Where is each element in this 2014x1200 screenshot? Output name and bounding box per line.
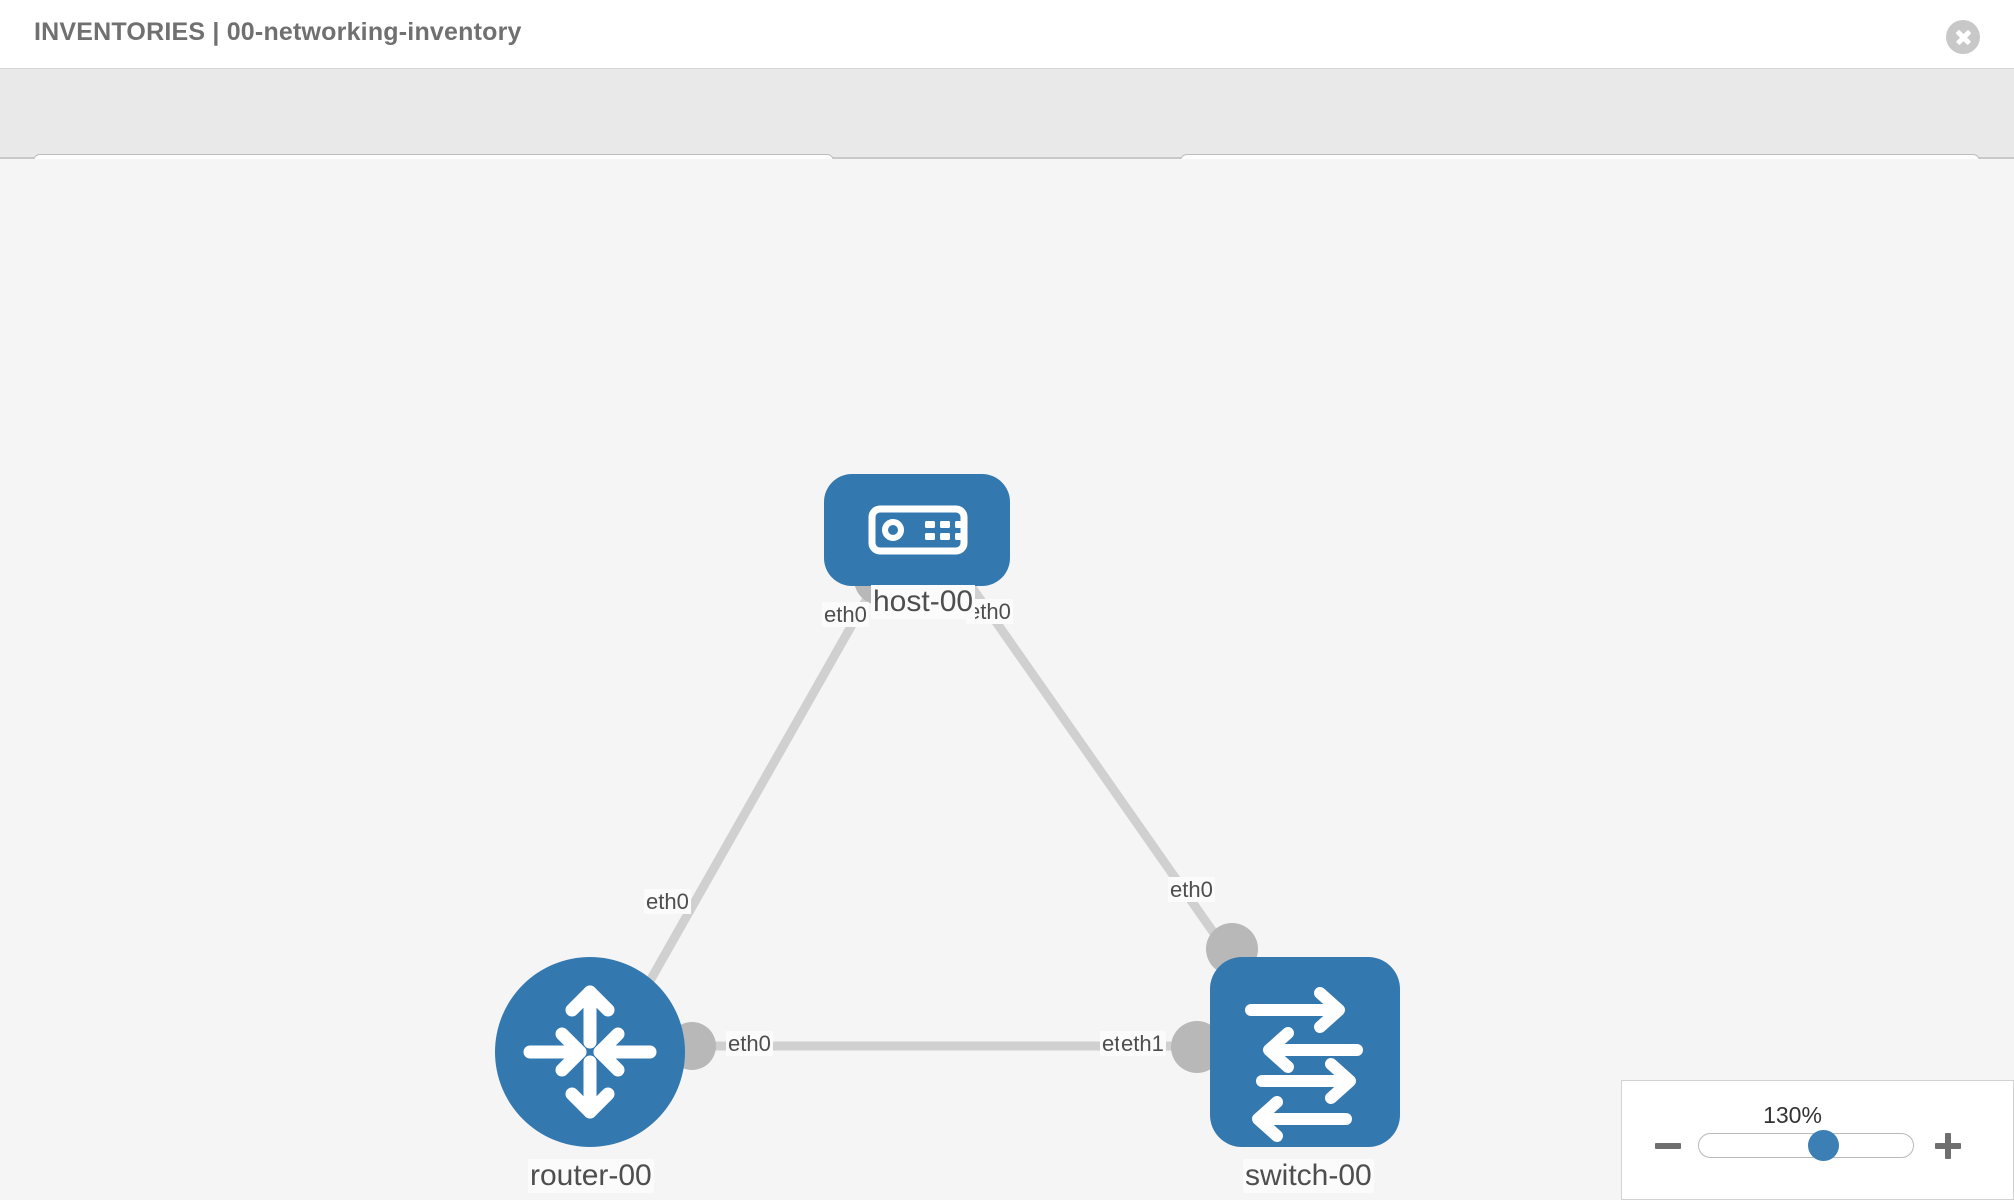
interface-label-router-uplink: eth0 — [644, 889, 691, 915]
topology-graph — [495, 474, 1400, 1147]
zoom-in-button[interactable] — [1935, 1133, 1961, 1159]
switch-arrows-icon — [1245, 987, 1363, 1142]
node-router-00 — [495, 957, 685, 1147]
topology-links — [613, 546, 1236, 1051]
zoom-control-panel: 130% — [1621, 1080, 2014, 1200]
node-label-switch-00: switch-00 — [1243, 1159, 1374, 1193]
zoom-slider-track[interactable] — [1698, 1130, 1914, 1161]
page-title: INVENTORIES | 00-networking-inventory — [34, 18, 522, 46]
close-icon[interactable] — [1946, 20, 1980, 54]
topology-interfaces — [668, 553, 1258, 1073]
node-label-host-00: host-00 — [871, 585, 976, 619]
zoom-out-button[interactable] — [1655, 1133, 1681, 1159]
topology-canvas[interactable]: eth0 eth0 eth0 eth0 eth0 etl eth1 host-0… — [0, 159, 2014, 1200]
server-icon — [868, 505, 968, 555]
interface-label-switch-uplink: eth0 — [1168, 877, 1215, 903]
router-arrows-icon — [523, 985, 657, 1119]
node-host-00 — [824, 474, 1010, 586]
zoom-percent-label: 130% — [1763, 1102, 1822, 1128]
zoom-slider-thumb[interactable] — [1807, 1130, 1839, 1161]
interface-label-host-left: eth0 — [822, 602, 869, 628]
toolbar: ACTIONS SEARCH — [0, 68, 2014, 210]
link-host-router — [613, 546, 899, 1042]
interface-label-router-eth0: eth0 — [726, 1031, 773, 1057]
interface-label-switch-eth1: eth1 — [1119, 1031, 1166, 1057]
page-header: INVENTORIES | 00-networking-inventory — [0, 0, 2014, 68]
node-switch-00 — [1210, 957, 1400, 1147]
node-label-router-00: router-00 — [528, 1159, 654, 1193]
